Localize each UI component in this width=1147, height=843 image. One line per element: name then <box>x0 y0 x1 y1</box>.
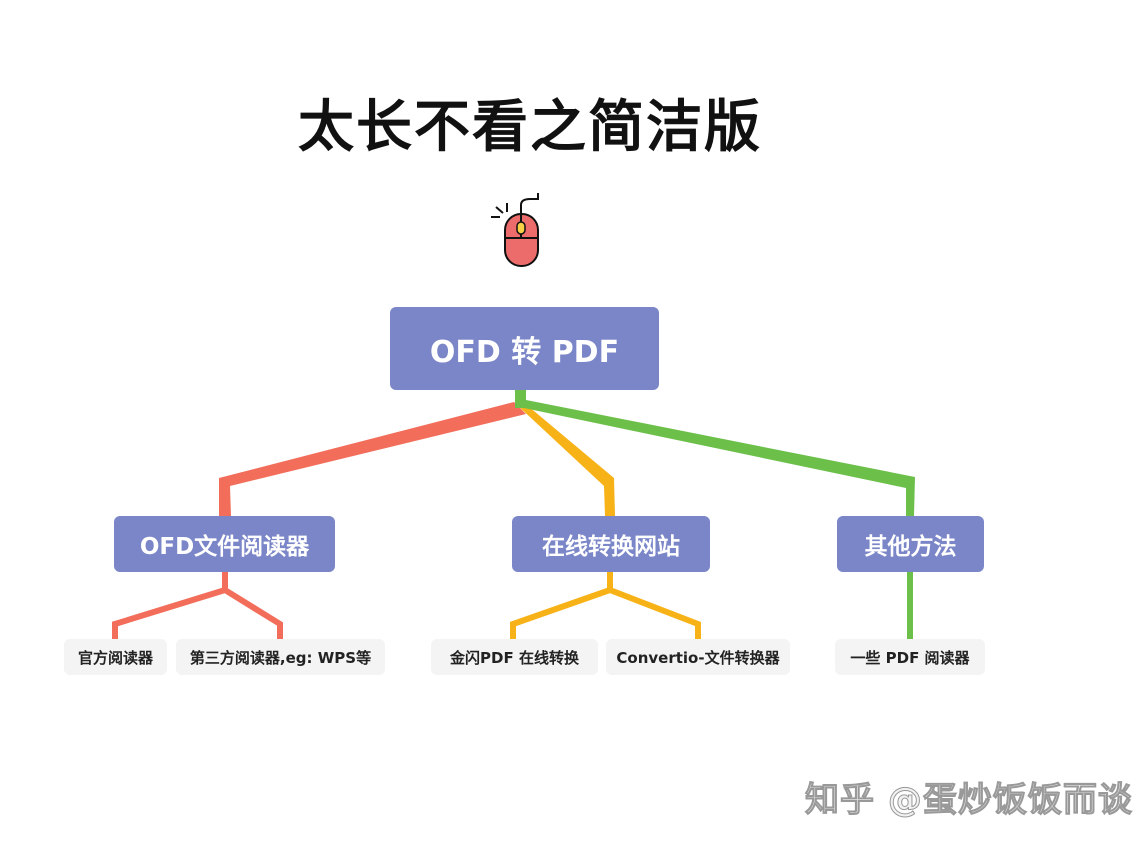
connector-green <box>516 398 915 516</box>
leaf-node: 第三方阅读器,eg: WPS等 <box>176 639 385 675</box>
branch-node-online-converter: 在线转换网站 <box>512 516 710 572</box>
mouse-icon <box>491 193 539 267</box>
leaf-node: Convertio-文件转换器 <box>606 639 790 675</box>
leaf-node: 金闪PDF 在线转换 <box>431 639 598 675</box>
connector-orange <box>516 404 615 516</box>
leaf-node: 官方阅读器 <box>64 639 167 675</box>
connector-red <box>219 402 526 516</box>
root-node: OFD 转 PDF <box>390 307 659 390</box>
branch-node-ofd-reader: OFD文件阅读器 <box>114 516 335 572</box>
leaf-node: 一些 PDF 阅读器 <box>835 639 985 675</box>
watermark: 知乎 @蛋炒饭饭而谈 <box>805 780 1133 821</box>
branch-node-other-methods: 其他方法 <box>837 516 984 572</box>
page-title: 太长不看之简洁版 <box>298 94 762 160</box>
